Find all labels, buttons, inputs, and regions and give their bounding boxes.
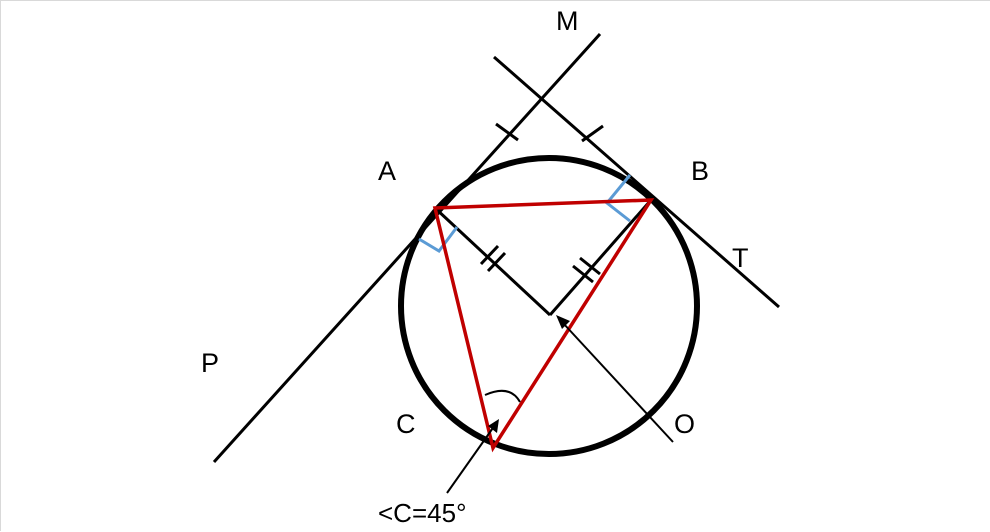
triangle-abc [432, 198, 655, 453]
circle-o [398, 155, 700, 457]
label-p: P [201, 348, 219, 378]
label-t: T [732, 243, 749, 273]
angle-c-arc [484, 389, 521, 403]
center-pointer-arrowhead [556, 315, 570, 329]
angle-pointer-arrow [446, 424, 496, 494]
tick-mark-oa-1 [479, 244, 500, 266]
radius-oa [433, 206, 552, 317]
label-c: C [396, 409, 416, 439]
radius-ob [548, 199, 653, 316]
tick-mark-mb [581, 124, 604, 143]
tangent-line-mt [493, 55, 780, 309]
label-a: A [378, 156, 396, 186]
angle-pointer-arrowhead [488, 419, 499, 433]
tick-mark-oa-2 [486, 251, 507, 273]
tick-mark-ob-1 [572, 264, 594, 284]
right-angle-marker-a [418, 226, 459, 253]
tick-mark-ob-2 [579, 256, 601, 276]
tick-mark-ma [495, 122, 519, 142]
label-m: M [556, 6, 579, 36]
label-b: B [691, 156, 709, 186]
label-o: O [674, 409, 695, 439]
tangent-line-pm [212, 32, 602, 464]
center-pointer-arrow [562, 322, 674, 443]
angle-annotation: <C=45° [378, 498, 466, 528]
